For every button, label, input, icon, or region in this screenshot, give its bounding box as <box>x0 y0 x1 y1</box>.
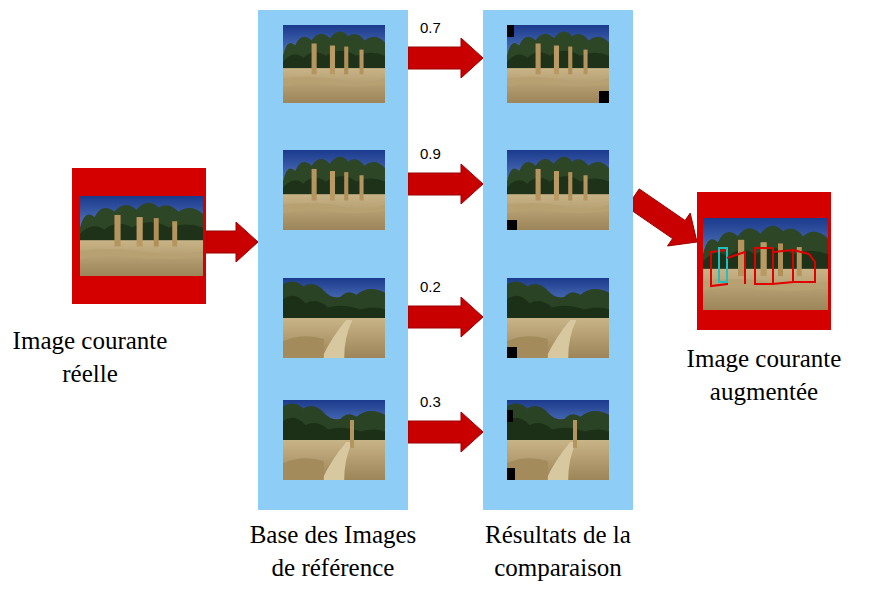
mask-square <box>507 468 515 480</box>
mask-square <box>507 220 517 230</box>
landscape-photo <box>283 150 385 230</box>
current-image <box>72 168 206 304</box>
block-arrow <box>408 38 483 78</box>
mask-square <box>507 347 517 358</box>
landscape-photo <box>283 278 385 358</box>
image-frame: Image courante réelle <box>72 168 206 304</box>
landscape-photo <box>507 25 609 103</box>
reference-images <box>258 10 408 510</box>
image-band: Base des Images de référence <box>258 10 408 510</box>
similarity-score: 0.2 <box>418 278 443 295</box>
landscape-photo <box>507 400 609 480</box>
image-caption: Résultats de la comparaison <box>463 518 653 584</box>
landscape-photo <box>80 196 203 276</box>
similarity-score: 0.9 <box>418 145 443 162</box>
mask-square <box>507 25 514 37</box>
block-arrow <box>206 222 258 262</box>
block-arrow <box>627 189 697 246</box>
image-caption: Image courante augmentée <box>669 342 859 408</box>
image-frame: Image courante augmentée <box>697 192 831 330</box>
augmented-image <box>697 192 831 330</box>
landscape-photo <box>507 278 609 358</box>
similarity-score: 0.3 <box>418 393 443 410</box>
virtual-overlay <box>793 250 815 282</box>
virtual-overlay <box>719 248 727 282</box>
block-arrow <box>408 164 483 204</box>
image-band: Résultats de la comparaison <box>483 10 633 510</box>
landscape-photo <box>283 25 385 103</box>
landscape-photo <box>283 400 385 480</box>
landscape-photo <box>507 150 609 230</box>
virtual-overlay <box>727 252 745 284</box>
mask-square <box>599 91 609 103</box>
virtual-overlay <box>755 248 773 284</box>
block-arrow <box>408 412 483 452</box>
landscape-photo <box>703 218 828 310</box>
pillar <box>350 420 354 448</box>
block-arrow <box>408 297 483 337</box>
similarity-score: 0.7 <box>418 19 443 36</box>
virtual-overlay <box>773 250 793 284</box>
image-caption: Image courante réelle <box>0 324 180 390</box>
mask-square <box>507 410 513 422</box>
image-caption: Base des Images de référence <box>238 518 428 584</box>
comparison-images <box>483 10 633 510</box>
pillar <box>573 420 577 448</box>
